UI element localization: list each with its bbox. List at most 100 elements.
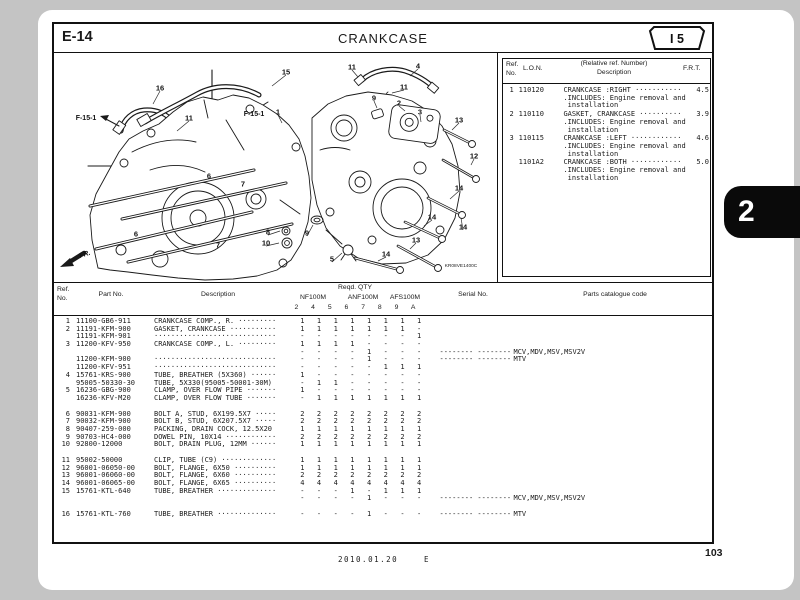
qty-cell: 1 bbox=[300, 317, 305, 325]
qty-cell: - bbox=[417, 378, 422, 387]
qty-cell: 1 bbox=[333, 463, 338, 472]
col-header-parts-catalogue-code: Parts catalogue code bbox=[583, 291, 647, 298]
part-callout: 1 bbox=[276, 108, 280, 117]
qty-cell: - bbox=[383, 332, 388, 341]
table-top-border bbox=[54, 282, 712, 283]
qty-cell: - bbox=[350, 370, 355, 379]
part-callout: 14 bbox=[382, 250, 391, 259]
model-headers: NF100M ANF100M AFS100M bbox=[288, 294, 422, 301]
qty-cell: 1 bbox=[417, 332, 422, 341]
serial-no-cell bbox=[428, 441, 514, 449]
qty-cell: 4 bbox=[316, 479, 322, 488]
part-no-cell: 16236-GBG-900 bbox=[76, 386, 131, 395]
catalogue-code-cell bbox=[514, 472, 715, 480]
ref-no-cell bbox=[56, 356, 70, 364]
qty-cell: 1 bbox=[333, 456, 338, 464]
serial-no-cell bbox=[428, 411, 514, 419]
qty-cell: 1 bbox=[417, 424, 422, 433]
qty-cell: 2 bbox=[316, 409, 322, 418]
qty-cell: - bbox=[383, 510, 388, 519]
qty-cell: - bbox=[400, 494, 405, 503]
part-callout: 3 bbox=[418, 108, 422, 117]
description-cell: ····························· bbox=[154, 363, 277, 372]
qty-cell: 1 bbox=[316, 463, 322, 472]
qty-cell: 1 bbox=[366, 393, 372, 402]
qty-cell: 1 bbox=[333, 440, 338, 449]
index-badge-label: I 5 bbox=[670, 32, 684, 46]
qty-cell: 1 bbox=[333, 317, 338, 325]
ref-no-cell: 6 bbox=[65, 409, 70, 418]
description-cell: GASKET, CRANKCASE ··········· bbox=[154, 324, 277, 333]
qty-cell: - bbox=[383, 386, 388, 395]
type-col: 7 bbox=[361, 304, 365, 311]
qty-cell: 1 bbox=[350, 463, 355, 472]
serial-no-cell bbox=[428, 418, 514, 426]
qty-cell: 4 bbox=[417, 479, 422, 488]
qty-cell: - bbox=[300, 393, 305, 402]
qty-cell: 1 bbox=[383, 363, 388, 372]
qty-cell: - bbox=[333, 332, 338, 341]
serial-no-cell: -------- -------- bbox=[439, 510, 512, 519]
description-cell: CLIP, TUBE (C9) ············· bbox=[154, 456, 277, 464]
qty-cell: 2 bbox=[316, 471, 322, 480]
qty-cell: - bbox=[333, 347, 338, 356]
lon-cell: 1101A2 bbox=[518, 158, 544, 167]
serial-no-cell bbox=[428, 434, 514, 442]
qty-cell: 1 bbox=[316, 440, 322, 449]
col-header-reqd-qty: Reqd. QTY bbox=[338, 284, 372, 291]
qty-cell: - bbox=[316, 332, 322, 341]
qty-cell: 1 bbox=[383, 317, 388, 325]
section-code: E-14 bbox=[62, 29, 93, 45]
part-callout: 10 bbox=[262, 239, 270, 248]
qty-cell: 1 bbox=[300, 440, 305, 449]
part-no-cell: 90407-259-000 bbox=[76, 424, 131, 433]
qty-cell: - bbox=[383, 494, 388, 503]
qty-cell: - bbox=[350, 378, 355, 387]
table-row: ----1----------- --------MCV,MDV,MSV,MSV… bbox=[56, 495, 714, 503]
description-cell: BOLT A, STUD, 6X199.5X7 ····· bbox=[154, 409, 277, 418]
qty-cell: - bbox=[400, 347, 405, 356]
part-callout: 11 bbox=[400, 83, 408, 92]
description-cell: BOLT, DRAIN PLUG, 12MM ······ bbox=[154, 440, 277, 449]
qty-cell: 1 bbox=[417, 486, 422, 495]
type-col: 5 bbox=[327, 304, 332, 311]
lon-table-border bbox=[502, 58, 711, 277]
serial-no-cell bbox=[428, 387, 514, 395]
qty-cell: - bbox=[300, 486, 305, 495]
catalogue-code-cell bbox=[514, 465, 715, 473]
qty-cell: 1 bbox=[333, 393, 338, 402]
qty-cell: 1 bbox=[350, 393, 355, 402]
part-callout: 7 bbox=[216, 241, 220, 250]
qty-cell: - bbox=[366, 386, 372, 395]
qty-cell: 1 bbox=[366, 355, 372, 364]
qty-cell: 1 bbox=[300, 424, 305, 433]
qty-cell: 2 bbox=[400, 417, 405, 426]
qty-cell: - bbox=[316, 510, 322, 519]
part-no-cell: 15761-KRS-900 bbox=[76, 370, 131, 379]
qty-cell: - bbox=[383, 355, 388, 364]
qty-cell: 2 bbox=[316, 432, 322, 441]
part-callout: 14 bbox=[428, 213, 437, 222]
description-cell: PACKING, DRAIN COCK, 12.5X20 bbox=[154, 424, 273, 433]
qty-cell: 2 bbox=[383, 417, 388, 426]
description-cell: TUBE, BREATHER ·············· bbox=[154, 510, 277, 519]
qty-cell: - bbox=[333, 510, 338, 519]
qty-cell: 2 bbox=[350, 417, 355, 426]
ref-no-cell: 15 bbox=[61, 486, 70, 495]
qty-cell: 1 bbox=[400, 456, 405, 464]
qty-cell: 1 bbox=[417, 393, 422, 402]
qty-cell: 1 bbox=[300, 386, 305, 395]
qty-cell: 2 bbox=[300, 409, 305, 418]
catalogue-code-cell bbox=[514, 457, 715, 465]
qty-cell: - bbox=[350, 494, 355, 503]
qty-cell: 1 bbox=[333, 424, 338, 433]
ref-no-cell: 11 bbox=[61, 456, 70, 464]
footer-date: 2010.01.20 bbox=[338, 555, 399, 564]
qty-cell: 1 bbox=[350, 317, 355, 325]
qty-cell: 1 bbox=[300, 324, 305, 333]
